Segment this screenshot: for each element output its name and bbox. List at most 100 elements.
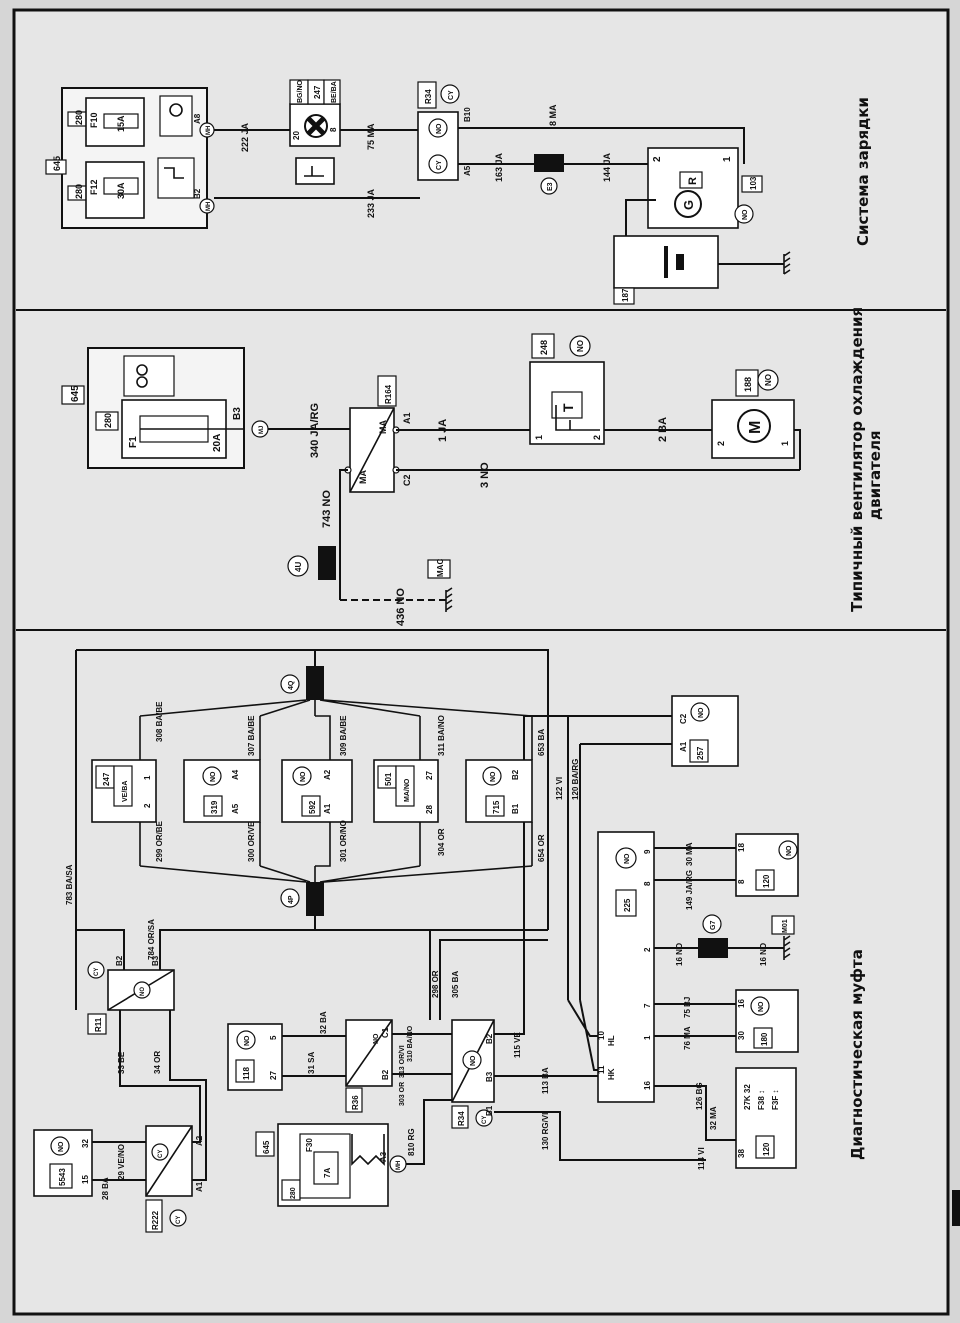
ground-icon	[783, 251, 791, 275]
relay-r11-id-tag	[87, 1013, 107, 1035]
fuse-mid-rating: 280	[103, 413, 113, 428]
module-592-wires	[315, 715, 331, 867]
relay-r34-id-tag	[451, 1105, 469, 1129]
fan-motor-pin-1: 1	[780, 441, 790, 446]
cooling-fan-circuit: 645 280 F1 20A B3 MJ 340 JA/RG MA MA R16…	[61, 307, 884, 626]
r34-id: R34	[424, 89, 433, 104]
wire-309-label: 309 BA/BE	[339, 715, 348, 756]
fusebox-left-id: 645	[262, 1140, 271, 1154]
wire-motor-return	[794, 429, 801, 470]
module-319-a4: A4	[231, 769, 240, 780]
relay-r222-a1: A1	[195, 1181, 204, 1192]
wire-1-label: 1 JA	[437, 419, 449, 442]
relay-r34-b2: B2	[485, 1033, 494, 1044]
wire-340-label: 340 JA/RG	[309, 403, 321, 458]
module-501-color-tag	[395, 765, 415, 807]
diag-pin-7: 7	[643, 1003, 652, 1008]
connector-r34-cy	[428, 154, 448, 174]
fan-relay-symbol	[123, 355, 175, 397]
diagnostic-connector-circuit: NO 5543 32 15 29 VE/NO 28 BA CY A2 A1 R2…	[33, 649, 866, 1233]
lamp-color-b: BE/BA	[331, 81, 338, 103]
wire-222-label: 222 JA	[240, 122, 250, 152]
splice-4q-tag	[280, 674, 300, 694]
splice-4p	[306, 882, 324, 916]
fuse-f12-element	[103, 177, 139, 195]
section-title-diagnostic: Диагностическая муфта	[848, 949, 866, 1160]
connector-r34-no	[428, 118, 448, 138]
section-title-fan-line1: Типичный вентилятор охлаждения	[848, 307, 866, 612]
diag-hl: HL	[607, 1035, 616, 1046]
module-501-id: 501	[384, 772, 393, 786]
splice-4q-fan	[139, 699, 533, 717]
battery-id: 187	[621, 288, 630, 302]
splice-4q-label: 4Q	[288, 680, 295, 690]
module-592-no-tag	[292, 766, 312, 786]
wire-29-label: 29 VE/NO	[117, 1144, 126, 1180]
fuse-f30-label: F30	[305, 1138, 314, 1152]
module-118-no: NO	[244, 1035, 251, 1046]
relay-r11-no: NO	[140, 987, 146, 996]
thermo-switch-contact	[555, 405, 600, 431]
thermo-switch-no-tag	[569, 335, 591, 357]
diagnostic-connector-225[interactable]	[597, 831, 655, 1103]
wire-122-120	[567, 716, 581, 1000]
lamp-pin-20: 20	[292, 131, 301, 140]
wire-743-label: 743 NO	[321, 490, 333, 528]
module-257-no-tag	[690, 702, 710, 722]
module-180-pin-30: 30	[737, 1031, 746, 1040]
regulator-r: R	[687, 177, 699, 185]
ground-m01-tag	[771, 915, 795, 935]
fusebox-mid-id: 645	[70, 385, 81, 402]
wire-144-label: 144 JA	[602, 152, 612, 182]
connector-mj-label: MJ	[259, 426, 265, 434]
wire-113-label: 113 BA	[541, 1067, 550, 1094]
generator-pin-2: 2	[652, 156, 663, 162]
module-180-pin-16: 16	[737, 999, 746, 1008]
lamp-color-a: BG/NO	[297, 80, 304, 104]
relay-r222-cy-tag	[151, 1143, 169, 1161]
module-715-no: NO	[490, 771, 497, 782]
r34-cy-label: CY	[448, 90, 455, 100]
module-120-no: NO	[786, 845, 793, 856]
connector-4u-label: 4U	[294, 562, 303, 572]
relay-r11-b2: B2	[115, 955, 124, 966]
wire-126	[654, 1085, 736, 1141]
module-501-color: MA/NO	[404, 778, 411, 802]
relay-r36-id-tag	[345, 1087, 363, 1113]
wire-115-label: 115 VE	[513, 1032, 522, 1058]
module-247-pin-2: 2	[143, 803, 152, 808]
pin-b2: B2	[193, 188, 202, 199]
fuse-rating-a: 280	[74, 110, 84, 125]
connector-g7-tag	[702, 914, 722, 934]
wire-126-label: 126 BG	[695, 1082, 704, 1110]
diagnostic-no-tag	[615, 847, 637, 869]
wire-298-305	[439, 939, 548, 1020]
fan-relay-diagonal	[349, 407, 395, 493]
module-120-pin-8: 8	[737, 879, 746, 884]
relay-r222-cy2-tag	[169, 1209, 187, 1227]
fuse-f12-label: F12	[89, 179, 99, 195]
fusebox-id: 645	[52, 156, 62, 171]
relay-r36-no: NO	[373, 1033, 380, 1044]
module-180-no: NO	[758, 1001, 765, 1012]
battery-plate-short	[676, 254, 684, 270]
module-180-no-tag	[750, 996, 770, 1016]
generator-id-tag	[741, 175, 763, 193]
relay-contact-icon	[164, 167, 184, 179]
relay-r222-cy: CY	[158, 1150, 164, 1158]
fan-relay-icon-b	[136, 376, 148, 388]
wire-307-label: 307 BA/BE	[247, 715, 256, 756]
connector-mh-left-label: MH	[396, 1161, 402, 1170]
relay-coil-icon	[169, 103, 183, 117]
wire-28-label: 28 BA	[101, 1177, 110, 1200]
wire-8-label: 8 MA	[548, 104, 558, 126]
wire-300-label: 300 OR/VE	[247, 821, 256, 862]
module-5543-pin-15: 15	[81, 1175, 90, 1184]
module-118-id-tag	[235, 1059, 255, 1083]
thermo-switch-body	[551, 391, 583, 419]
lamp-pin-8: 8	[329, 127, 338, 132]
connector-e3-tag	[540, 177, 558, 195]
relay-r222-diagonal	[145, 1125, 193, 1197]
fusebox-id-tag	[45, 159, 67, 175]
lamp-tag-c	[323, 79, 341, 105]
